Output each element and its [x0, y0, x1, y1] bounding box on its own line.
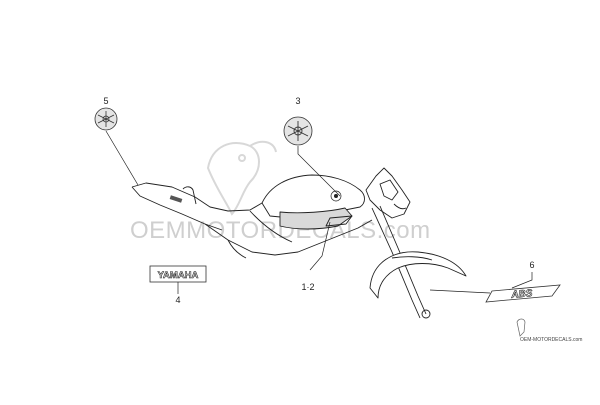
front-hub: [421, 309, 431, 319]
yamaha-decal-text: YAMAHA: [158, 270, 199, 281]
emblem-5: [94, 107, 118, 131]
lower-curve: [227, 239, 247, 259]
cowl-inner: [393, 203, 407, 210]
front-fork-left: [371, 207, 421, 319]
leader-line-5: [105, 130, 139, 186]
callout-6: 6: [529, 260, 534, 270]
yamaha-decal: YAMAHA: [149, 265, 207, 283]
headlight-detail: [379, 179, 399, 201]
watermark-bird-icon: [206, 140, 277, 216]
callout-3: 3: [295, 96, 300, 106]
leader-line-6b: [429, 289, 491, 294]
front-fender-inner: [391, 256, 433, 261]
leader-line-6: [511, 272, 533, 289]
brand-bird-icon: [516, 318, 526, 337]
side-cover-outline: [204, 219, 373, 256]
abs-decal: ABS: [485, 284, 561, 303]
front-fender-outline: [369, 251, 467, 299]
callout-4: 4: [175, 295, 180, 305]
callouts: 5 3 4 1·2 6: [103, 96, 534, 305]
leader-line-1-2: [309, 221, 331, 271]
leader-lines: [105, 130, 533, 294]
tail-decal-mark: [169, 195, 183, 203]
motorcycle-outline: [131, 167, 467, 319]
tail-cowl-outline: [131, 186, 223, 231]
side-decal-outline: [325, 215, 353, 227]
tank-emblem: [330, 190, 342, 202]
front-cowl-outline: [365, 167, 411, 219]
brand-mark: OEM-MOTORDECALS.com: [516, 318, 582, 343]
emblem-3: [283, 116, 313, 146]
brand-text: OEM-MOTORDECALS.com: [520, 337, 582, 343]
leader-line-3: [297, 146, 341, 197]
front-fork-right: [379, 205, 427, 315]
abs-decal-text: ABS: [510, 288, 533, 301]
seat-cushion-outline: [182, 186, 197, 205]
callout-5: 5: [103, 96, 108, 106]
fuel-tank-outline: [261, 174, 365, 218]
seat-outline: [131, 182, 263, 212]
callout-1-2: 1·2: [301, 282, 314, 292]
side-panel-line: [249, 210, 293, 243]
tuning-fork-icon: [97, 111, 115, 127]
tuning-fork-icon: [287, 121, 309, 141]
